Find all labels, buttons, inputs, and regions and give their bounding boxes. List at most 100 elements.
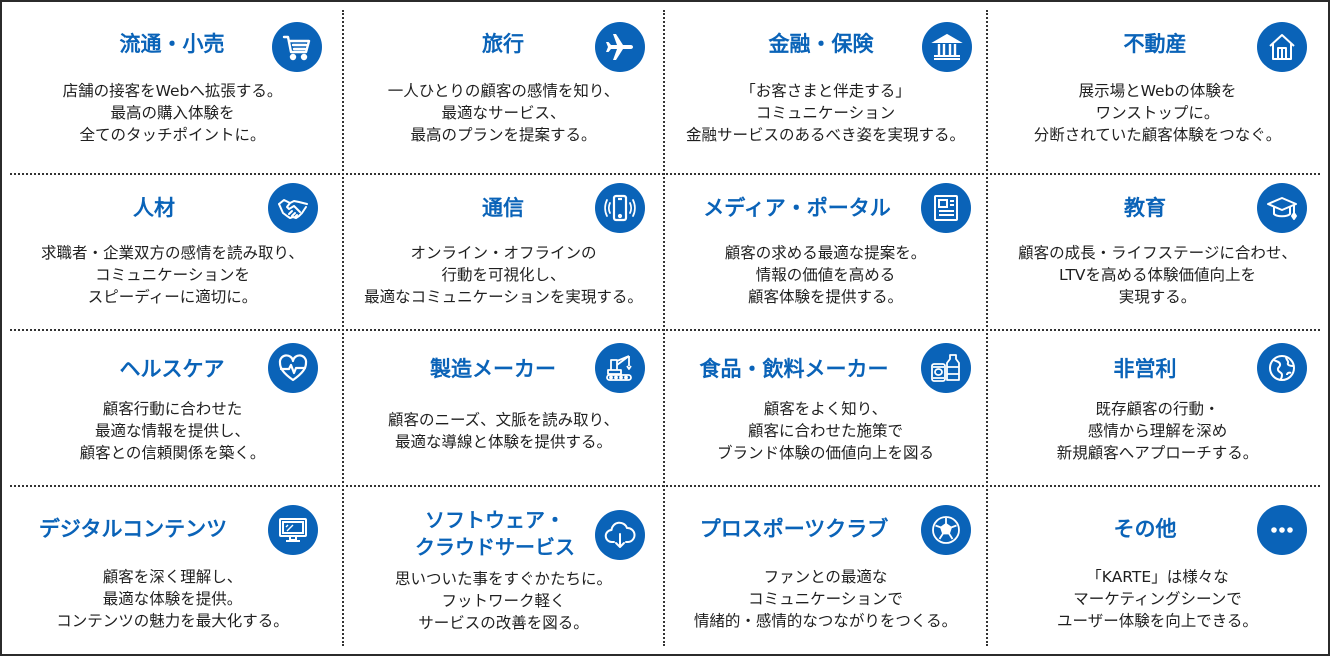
industry-title: 不動産 <box>1025 30 1285 58</box>
industry-card: メディア・ポータル顧客の求める最適な提案を。情報の価値を高める顧客体験を提供する… <box>664 2 987 654</box>
description-line: 情緒的・感情的なつながりをつくる。 <box>693 612 958 630</box>
industry-description: 顧客の求める最適な提案を。情報の価値を高める顧客体験を提供する。 <box>664 242 987 308</box>
description-line: 最適なサービス、 <box>441 104 566 122</box>
description-line: サービスの改善を図る。 <box>418 614 589 632</box>
cloud-download-icon <box>595 510 645 560</box>
description-line: フットワーク軽く <box>441 592 566 610</box>
industry-card: 通信オンライン・オフラインの行動を可視化し、最適なコミュニケーションを実現する。 <box>343 2 664 654</box>
description-line: 既存顧客の行動・ <box>1095 400 1220 418</box>
industry-title-line: 人材 <box>133 196 175 220</box>
description-line: 実現する。 <box>1118 288 1197 306</box>
description-line: ファンとの最適な <box>763 568 888 586</box>
industry-title: 金融・保険 <box>691 30 951 58</box>
column-divider <box>663 10 665 646</box>
description-line: 顧客との信頼関係を築く。 <box>79 444 266 462</box>
description-line: 最高のプランを提案する。 <box>410 126 597 144</box>
industry-description: 既存顧客の行動・感情から理解を深め新規顧客へアプローチする。 <box>987 398 1328 464</box>
industry-title: 旅行 <box>373 30 633 58</box>
description-line: 最適なコミュニケーションを実現する。 <box>364 288 643 306</box>
industry-card: デジタルコンテンツ顧客を深く理解し、最適な体験を提供。コンテンツの魅力を最大化す… <box>2 2 343 654</box>
description-line: 顧客の成長・ライフステージに合わせ、 <box>1018 244 1297 262</box>
description-line: コンテンツの魅力を最大化する。 <box>56 612 289 630</box>
industry-card: 旅行一人ひとりの顧客の感情を知り、最適なサービス、最高のプランを提案する。 <box>343 2 664 654</box>
description-line: 最適な体験を提供。 <box>102 590 243 608</box>
description-line: 新規顧客へアプローチする。 <box>1056 444 1259 462</box>
industry-title: その他 <box>1015 515 1275 543</box>
row-divider <box>10 485 1320 487</box>
description-line: 求職者・企業双方の感情を読み取り、 <box>41 244 304 262</box>
column-divider <box>986 10 988 646</box>
description-line: ワンストップに。 <box>1095 104 1220 122</box>
description-line: LTVを高める体験価値向上を <box>1058 266 1257 284</box>
industry-title: メディア・ポータル <box>667 194 927 222</box>
industry-description: 顧客をよく知り、顧客に合わせた施策でブランド体験の価値向上を図る <box>664 398 987 464</box>
description-line: 金融サービスのあるべき姿を実現する。 <box>685 126 965 144</box>
description-line: 「お客さまと伴走する」 <box>740 82 911 100</box>
industry-title: 製造メーカー <box>363 355 623 383</box>
industry-title-line: 製造メーカー <box>430 357 556 381</box>
industry-description: 店舗の接客をWebへ拡張する。最高の購入体験を全てのタッチポイントに。 <box>2 80 343 146</box>
industry-description: 顧客の成長・ライフステージに合わせ、 LTVを高める体験価値向上を実現する。 <box>987 242 1328 308</box>
industry-card: ヘルスケア顧客行動に合わせた最適な情報を提供し、顧客との信頼関係を築く。 <box>2 2 343 654</box>
row-divider <box>10 329 1320 331</box>
description-line: 最適な情報を提供し、 <box>94 422 250 440</box>
industry-card: 不動産展示場とWebの体験をワンストップに。分断されていた顧客体験をつなぐ。 <box>987 2 1328 654</box>
description-line: 情報の価値を高める <box>755 266 896 284</box>
industry-title: プロスポーツクラブ <box>664 515 924 543</box>
description-line: マーケティングシーンで <box>1073 590 1242 608</box>
description-line: 全てのタッチポイントに。 <box>79 126 266 144</box>
description-line: 最高の購入体験を <box>110 104 235 122</box>
industry-description: 展示場とWebの体験をワンストップに。分断されていた顧客体験をつなぐ。 <box>987 80 1328 146</box>
industry-title: ヘルスケア <box>42 355 302 383</box>
description-line: スピーディーに適切に。 <box>87 288 258 306</box>
industry-title-line: 金融・保険 <box>768 32 874 56</box>
airplane-icon <box>595 22 645 72</box>
description-line: 顧客に合わせた施策で <box>747 422 903 440</box>
industry-title: 食品・飲料メーカー <box>664 355 924 383</box>
industry-card: 人材求職者・企業双方の感情を読み取り、コミュニケーションをスピーディーに適切に。 <box>2 2 343 654</box>
industry-title-line: 教育 <box>1124 196 1166 220</box>
description-line: 思いついた事をすぐかたちに。 <box>394 570 612 588</box>
industry-card: 食品・飲料メーカー顧客をよく知り、顧客に合わせた施策でブランド体験の価値向上を図… <box>664 2 987 654</box>
description-line: コミュニケーション <box>755 104 896 122</box>
industry-title-line: 通信 <box>482 196 524 220</box>
industry-description: 顧客行動に合わせた最適な情報を提供し、顧客との信頼関係を築く。 <box>2 398 343 464</box>
industry-title-line: ソフトウェア・ <box>425 508 565 532</box>
industry-card: プロスポーツクラブファンとの最適なコミュニケーションで情緒的・感情的なつながりを… <box>664 2 987 654</box>
industry-description: 「お客さまと伴走する」コミュニケーション金融サービスのあるべき姿を実現する。 <box>664 80 987 146</box>
description-line: ブランド体験の価値向上を図る <box>716 444 934 462</box>
newspaper-icon <box>921 183 971 233</box>
industry-description: ファンとの最適なコミュニケーションで情緒的・感情的なつながりをつくる。 <box>664 566 987 632</box>
more-dots-icon <box>1257 505 1307 555</box>
description-line: 分断されていた顧客体験をつなぐ。 <box>1033 126 1282 144</box>
industry-card: 金融・保険「お客さまと伴走する」コミュニケーション金融サービスのあるべき姿を実現… <box>664 2 987 654</box>
description-line: ユーザー体験を向上できる。 <box>1057 612 1258 630</box>
industry-title: 人材 <box>24 194 284 222</box>
industry-title: 通信 <box>373 194 633 222</box>
shopping-cart-icon <box>272 22 322 72</box>
industry-title-line: クラウドサービス <box>415 535 575 559</box>
description-line: 顧客の求める最適な提案を。 <box>724 244 927 262</box>
industry-card: 教育顧客の成長・ライフステージに合わせ、 LTVを高める体験価値向上を実現する。 <box>987 2 1328 654</box>
description-line: コミュニケーションで <box>748 590 903 608</box>
description-line: 顧客行動に合わせた <box>102 400 243 418</box>
industry-title: 非営利 <box>1015 355 1275 383</box>
industry-description: 顧客を深く理解し、最適な体験を提供。コンテンツの魅力を最大化する。 <box>2 566 343 632</box>
industry-title: 教育 <box>1015 194 1275 222</box>
industry-description: オンライン・オフラインの行動を可視化し、最適なコミュニケーションを実現する。 <box>343 242 664 308</box>
industry-title-line: デジタルコンテンツ <box>38 517 228 541</box>
description-line: オンライン・オフラインの <box>410 244 597 262</box>
globe-icon <box>1257 343 1307 393</box>
description-line: 顧客をよく知り、 <box>763 400 888 418</box>
description-line: 店舗の接客をWebへ拡張する。 <box>62 82 283 100</box>
industry-title-line: 食品・飲料メーカー <box>699 357 889 381</box>
graduation-cap-icon <box>1257 183 1307 233</box>
industry-description: 思いついた事をすぐかたちに。フットワーク軽くサービスの改善を図る。 <box>343 568 664 634</box>
description-line: 行動を可視化し、 <box>441 266 566 284</box>
description-line: 顧客を深く理解し、 <box>102 568 243 586</box>
bank-icon <box>922 22 972 72</box>
description-line: 最適な導線と体験を提供する。 <box>394 433 612 451</box>
industry-card: 製造メーカー顧客のニーズ、文脈を読み取り、最適な導線と体験を提供する。 <box>343 2 664 654</box>
heartbeat-icon <box>268 343 318 393</box>
